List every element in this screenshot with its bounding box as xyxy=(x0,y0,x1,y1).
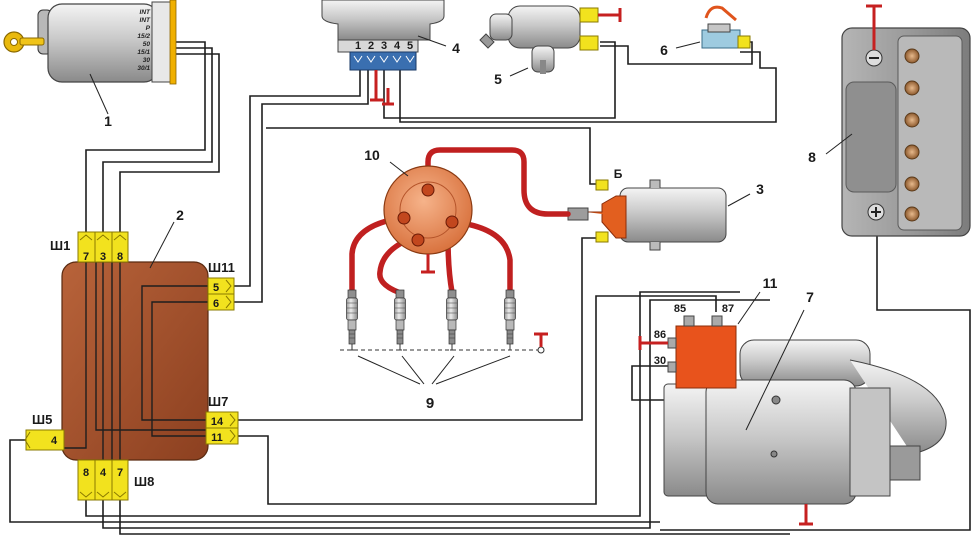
connector-pin: 3 xyxy=(100,251,106,263)
relay-terminal: 30 xyxy=(654,355,666,367)
spark-plug xyxy=(394,289,406,351)
relay-6: 6 xyxy=(660,5,751,58)
callout-5: 5 xyxy=(494,71,502,87)
connector-sh1: 7 3 8 Ш1 xyxy=(50,231,129,263)
connector-pin: 14 xyxy=(211,416,224,428)
starter: 7 xyxy=(663,289,947,526)
callout-6: 6 xyxy=(660,42,668,58)
connector-label: Ш1 xyxy=(50,238,70,253)
switch-contact: 50 xyxy=(143,41,151,48)
callout-8: 8 xyxy=(808,149,816,165)
connector-pin: 8 xyxy=(83,467,89,479)
ignition-coil: Б 3 xyxy=(567,167,764,251)
callout-9: 9 xyxy=(426,395,434,412)
block-pin: 2 xyxy=(368,40,374,52)
callout-4: 4 xyxy=(452,40,460,56)
callout-1: 1 xyxy=(104,113,112,129)
block-pin: 4 xyxy=(394,40,401,52)
callout-3: 3 xyxy=(756,181,764,197)
connector-pin: 5 xyxy=(213,282,219,294)
block-pin: 3 xyxy=(381,40,387,52)
relay-terminal: 85 xyxy=(674,303,686,315)
callout-2: 2 xyxy=(176,207,184,223)
connector-pin: 7 xyxy=(117,467,123,479)
switch-contact: 30/1 xyxy=(137,65,150,72)
block-pin: 1 xyxy=(355,40,361,52)
battery-negative-terminal xyxy=(865,4,883,67)
switch-contact: P xyxy=(146,25,151,32)
connector-label: Ш5 xyxy=(32,412,52,427)
battery: 8 xyxy=(808,4,971,237)
callout-11: 11 xyxy=(763,275,778,291)
connector-pin: 4 xyxy=(51,435,58,447)
connector-pin: 7 xyxy=(83,251,89,263)
connector-pin: 11 xyxy=(211,432,223,444)
spark-plugs: 9 xyxy=(340,289,548,412)
key-icon xyxy=(3,31,45,53)
spark-plug xyxy=(504,289,516,351)
coil-terminal-label: Б xyxy=(614,167,623,181)
connector-label: Ш8 xyxy=(134,474,154,489)
block-pin: 5 xyxy=(407,40,413,52)
ignition-switch: INT INT P 15/2 50 15/1 30 30/1 1 xyxy=(3,0,177,129)
connector-sh5: 4 Ш5 xyxy=(24,412,65,451)
callout-10: 10 xyxy=(364,147,380,163)
connector-sh8: 8 4 7 Ш8 xyxy=(77,459,154,501)
starter-relay: 85 87 86 30 11 xyxy=(638,275,778,389)
connector-label: Ш11 xyxy=(208,260,235,275)
switch-contact: INT xyxy=(140,17,152,24)
sensor: 5 xyxy=(479,5,622,87)
connector-sh11: 5 6 Ш11 xyxy=(207,260,235,311)
connector-pin: 6 xyxy=(213,298,219,310)
relay-terminal: 86 xyxy=(654,329,666,341)
connector-pin: 8 xyxy=(117,251,123,263)
spark-plug xyxy=(346,289,358,351)
connector-sh7: 14 11 Ш7 xyxy=(205,394,239,445)
switch-contact: 15/2 xyxy=(137,33,150,40)
relay-terminal: 87 xyxy=(722,303,734,315)
spark-plug xyxy=(446,289,458,351)
connector-block: 1 2 3 4 5 4 xyxy=(321,0,460,106)
distributor-cap: 10 xyxy=(364,147,473,274)
callout-7: 7 xyxy=(806,289,814,305)
battery-positive-terminal xyxy=(867,203,885,221)
connector-label: Ш7 xyxy=(208,394,228,409)
ground-icon xyxy=(370,70,394,106)
switch-contact: 30 xyxy=(143,57,151,64)
switch-contact: 15/1 xyxy=(137,49,150,56)
connector-pin: 4 xyxy=(100,467,107,479)
switch-contact: INT xyxy=(140,9,152,16)
